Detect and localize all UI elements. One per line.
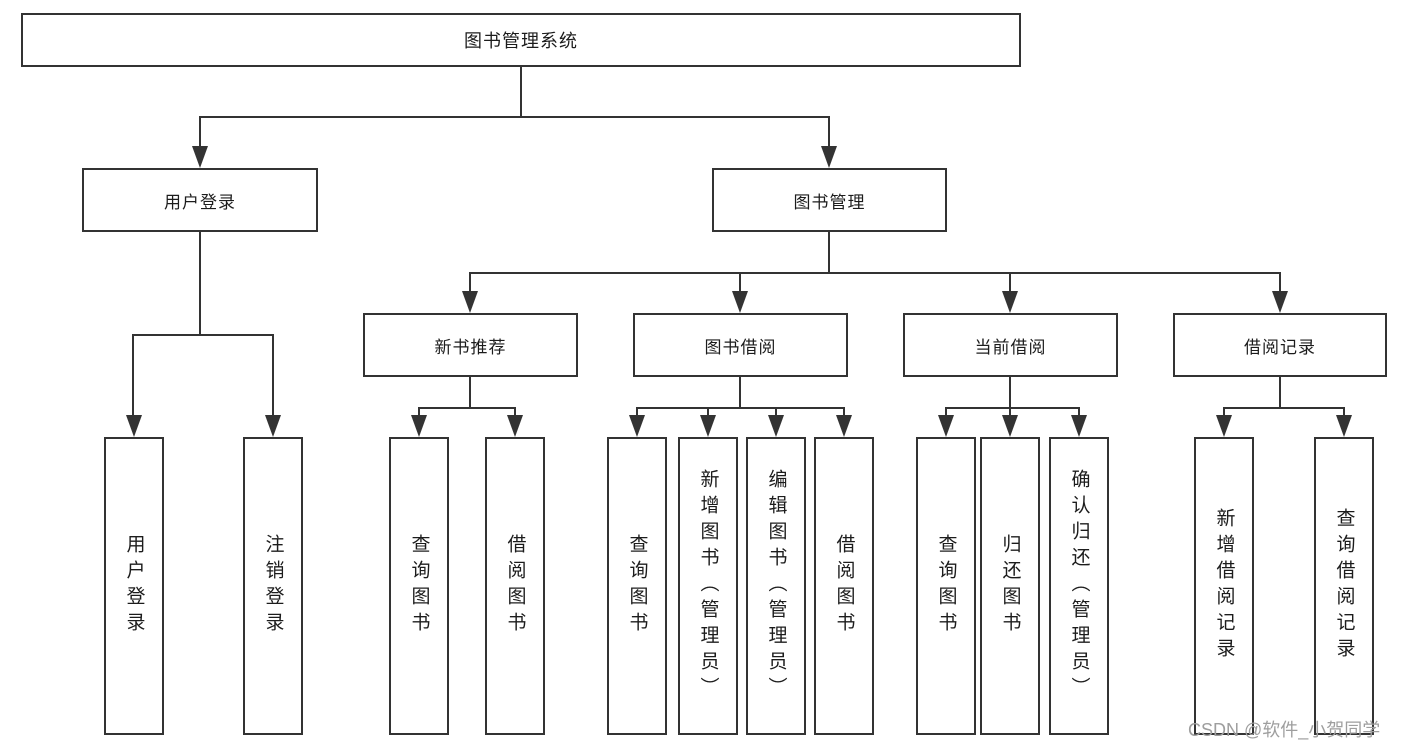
connector-line bbox=[1279, 377, 1281, 409]
arrow-down-icon bbox=[821, 146, 837, 168]
node-user-login-action: 用户登录 bbox=[104, 437, 164, 735]
watermark-text: CSDN @软件_小贺同学 bbox=[1188, 720, 1381, 740]
node-query-books-recommend: 查询图书 bbox=[389, 437, 449, 735]
node-edit-books-admin: 编辑图书（管理员） bbox=[746, 437, 806, 735]
connector-line bbox=[739, 272, 741, 293]
connector-line bbox=[1078, 407, 1080, 417]
connector-line bbox=[707, 407, 709, 417]
connector-line bbox=[1343, 407, 1345, 417]
arrow-down-icon bbox=[1216, 415, 1232, 437]
node-query-books-current: 查询图书 bbox=[916, 437, 976, 735]
arrow-down-icon bbox=[411, 415, 427, 437]
connector-line bbox=[132, 334, 134, 417]
arrow-down-icon bbox=[1002, 415, 1018, 437]
node-label: 借阅记录 bbox=[1244, 337, 1316, 357]
arrow-down-icon bbox=[192, 146, 208, 168]
node-borrow-books-recommend: 借阅图书 bbox=[485, 437, 545, 735]
node-label: 注销登录 bbox=[262, 534, 284, 638]
connector-line bbox=[418, 407, 420, 417]
arrow-down-icon bbox=[768, 415, 784, 437]
connector-line bbox=[828, 232, 830, 274]
arrow-down-icon bbox=[265, 415, 281, 437]
node-label: 用户登录 bbox=[164, 192, 236, 212]
arrow-down-icon bbox=[462, 291, 478, 313]
connector-line bbox=[199, 116, 201, 148]
node-query-books-borrow: 查询图书 bbox=[607, 437, 667, 735]
node-book-management: 图书管理 bbox=[712, 168, 947, 232]
node-logout-action: 注销登录 bbox=[243, 437, 303, 735]
node-add-books-admin: 新增图书（管理员） bbox=[678, 437, 738, 735]
connector-line bbox=[469, 272, 1281, 274]
node-book-borrowing: 图书借阅 bbox=[633, 313, 848, 377]
connector-line bbox=[132, 334, 274, 336]
node-label: 借阅图书 bbox=[833, 534, 855, 638]
connector-line bbox=[1009, 407, 1011, 417]
node-label: 图书管理 bbox=[793, 192, 866, 212]
connector-line bbox=[739, 377, 741, 409]
node-label: 用户登录 bbox=[123, 534, 145, 638]
connector-line bbox=[945, 407, 947, 417]
connector-line bbox=[520, 67, 522, 118]
arrow-down-icon bbox=[700, 415, 716, 437]
connector-line bbox=[514, 407, 516, 417]
node-query-borrow-record: 查询借阅记录 bbox=[1314, 437, 1374, 735]
arrow-down-icon bbox=[836, 415, 852, 437]
node-label: 归还图书 bbox=[999, 534, 1021, 638]
connector-line bbox=[1279, 272, 1281, 293]
node-return-books: 归还图书 bbox=[980, 437, 1040, 735]
connector-line bbox=[775, 407, 777, 417]
node-label: 确认归还（管理员） bbox=[1068, 469, 1090, 703]
arrow-down-icon bbox=[1002, 291, 1018, 313]
connector-line bbox=[1223, 407, 1344, 409]
node-label: 编辑图书（管理员） bbox=[765, 469, 787, 703]
connector-line bbox=[1009, 377, 1011, 409]
node-label: 查询图书 bbox=[408, 534, 430, 638]
node-label: 当前借阅 bbox=[974, 337, 1047, 357]
connector-line bbox=[199, 116, 830, 118]
arrow-down-icon bbox=[1071, 415, 1087, 437]
connector-line bbox=[945, 407, 1080, 409]
connector-line bbox=[828, 116, 830, 148]
node-add-borrow-record: 新增借阅记录 bbox=[1194, 437, 1254, 735]
arrow-down-icon bbox=[507, 415, 523, 437]
node-current-borrowing: 当前借阅 bbox=[903, 313, 1118, 377]
connector-line bbox=[418, 407, 516, 409]
node-label: 查询图书 bbox=[626, 534, 648, 638]
arrow-down-icon bbox=[938, 415, 954, 437]
connector-line bbox=[272, 334, 274, 417]
node-new-book-recommendation: 新书推荐 bbox=[363, 313, 578, 377]
node-label: 借阅图书 bbox=[504, 534, 526, 638]
node-borrowing-records: 借阅记录 bbox=[1173, 313, 1387, 377]
arrow-down-icon bbox=[1272, 291, 1288, 313]
node-library-management-system: 图书管理系统 bbox=[21, 13, 1021, 67]
arrow-down-icon bbox=[629, 415, 645, 437]
node-user-login: 用户登录 bbox=[82, 168, 318, 232]
connector-line bbox=[636, 407, 845, 409]
node-label: 查询借阅记录 bbox=[1333, 508, 1355, 664]
connector-line bbox=[1223, 407, 1225, 417]
node-label: 查询图书 bbox=[935, 534, 957, 638]
node-label: 新增图书（管理员） bbox=[697, 469, 719, 703]
connector-line bbox=[636, 407, 638, 417]
node-label: 图书借阅 bbox=[704, 337, 777, 357]
connector-line bbox=[199, 232, 201, 336]
arrow-down-icon bbox=[732, 291, 748, 313]
connector-line bbox=[1009, 272, 1011, 293]
node-label: 图书管理系统 bbox=[464, 31, 578, 51]
node-borrow-books: 借阅图书 bbox=[814, 437, 874, 735]
node-confirm-return-admin: 确认归还（管理员） bbox=[1049, 437, 1109, 735]
connector-line bbox=[469, 272, 471, 293]
node-label: 新增借阅记录 bbox=[1213, 508, 1235, 664]
arrow-down-icon bbox=[126, 415, 142, 437]
connector-line bbox=[843, 407, 845, 417]
node-label: 新书推荐 bbox=[434, 337, 507, 357]
connector-line bbox=[469, 377, 471, 409]
arrow-down-icon bbox=[1336, 415, 1352, 437]
